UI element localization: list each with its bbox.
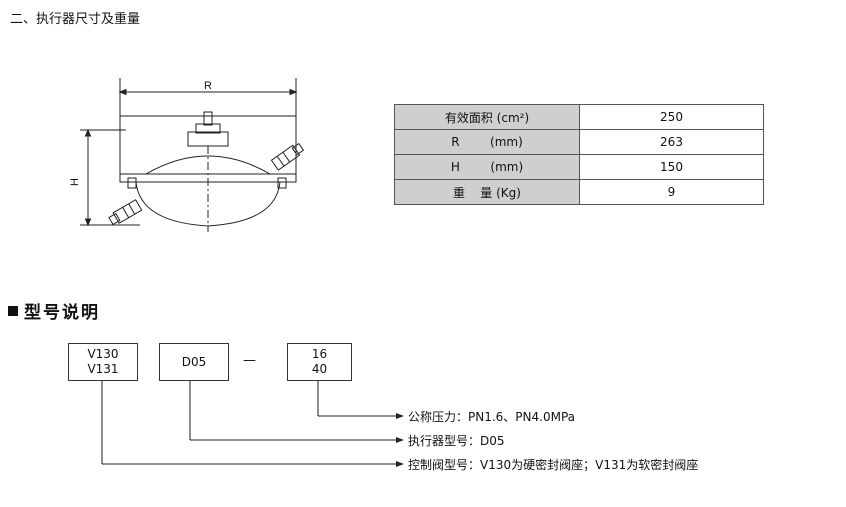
model-box-pressure: 16 40 [287, 343, 352, 381]
spec-label: 重 量 (Kg) [394, 179, 580, 205]
table-row: 有效面积 (cm²) 250 [394, 104, 764, 130]
square-bullet-icon [8, 306, 18, 316]
actuator-drawing: R H [70, 78, 305, 232]
spec-value: 250 [579, 104, 764, 130]
model-section-title: 型号说明 [8, 298, 100, 323]
table-row: H (mm) 150 [394, 154, 764, 180]
spec-value: 263 [579, 129, 764, 155]
callout-valve-model: 控制阀型号：V130为硬密封阀座；V131为软密封阀座 [408, 458, 699, 472]
spec-label: R (mm) [394, 129, 580, 155]
drawing-label-h: H [70, 178, 81, 186]
model-box-line: V131 [87, 362, 119, 376]
model-box-line: D05 [181, 354, 207, 369]
section-title: 二、执行器尺寸及重量 [10, 12, 141, 27]
spec-value: 9 [579, 179, 764, 205]
spec-label-text: R (mm) [451, 135, 523, 149]
callout-actuator-model: 执行器型号：D05 [408, 434, 505, 448]
table-row: R (mm) 263 [394, 129, 764, 155]
model-box-line: V130 [87, 347, 119, 361]
model-box-control-valve: V130 V131 [68, 343, 138, 381]
drawing-label-r: R [204, 80, 212, 92]
spec-label-text: 有效面积 (cm²) [444, 110, 530, 125]
spec-table: 有效面积 (cm²) 250 R (mm) 263 H (mm) 150 重 量… [394, 104, 764, 205]
spec-label-text: H (mm) [450, 160, 524, 174]
spec-label: 有效面积 (cm²) [394, 104, 580, 130]
table-row: 重 量 (Kg) 9 [394, 179, 764, 205]
model-box-actuator: D05 [159, 343, 229, 381]
spec-value: 150 [579, 154, 764, 180]
spec-label: H (mm) [394, 154, 580, 180]
model-box-line: 40 [311, 362, 328, 376]
callout-nominal-pressure: 公称压力：PN1.6、PN4.0MPa [408, 410, 575, 424]
model-dash: — [243, 353, 256, 368]
spec-label-text: 重 量 (Kg) [453, 185, 521, 200]
model-section-title-text: 型号说明 [24, 303, 100, 323]
model-box-line: 16 [311, 347, 328, 361]
